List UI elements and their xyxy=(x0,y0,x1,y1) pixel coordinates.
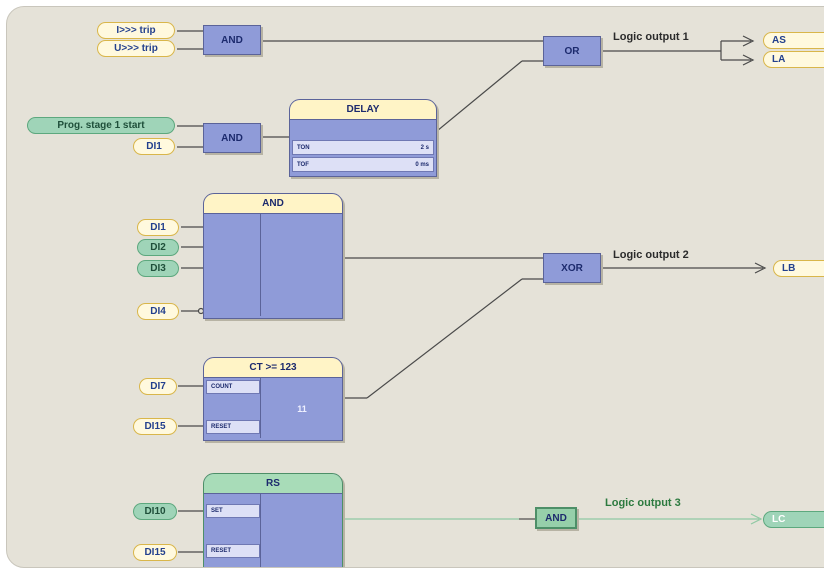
input-di10[interactable]: DI10 xyxy=(133,503,177,520)
output-as[interactable]: AS xyxy=(763,32,824,49)
delay-block[interactable]: DELAY TON 2 s TOF 0 ms xyxy=(289,99,437,177)
rs-reset-input[interactable]: RESET xyxy=(206,544,260,558)
input-di7[interactable]: DI7 xyxy=(139,378,177,395)
and-block-divider xyxy=(260,214,261,316)
delay-title: DELAY xyxy=(290,100,436,120)
rs-set-input[interactable]: SET xyxy=(206,504,260,518)
input-u-trip[interactable]: U>>> trip xyxy=(97,40,175,57)
logic-editor-canvas[interactable]: I>>> trip U>>> trip AND Prog. stage 1 st… xyxy=(6,6,824,568)
output-la[interactable]: LA xyxy=(763,51,824,68)
input-di15-b[interactable]: DI15 xyxy=(133,544,177,561)
counter-count-input[interactable]: COUNT xyxy=(206,380,260,394)
and-gate-3[interactable]: AND xyxy=(535,507,577,529)
counter-block[interactable]: CT >= 123 COUNT RESET 11 xyxy=(203,357,343,441)
input-di3[interactable]: DI3 xyxy=(137,260,179,277)
input-di1[interactable]: DI1 xyxy=(133,138,175,155)
logic-output-3-label: Logic output 3 xyxy=(605,497,681,509)
ton-value: 2 s xyxy=(420,144,429,151)
input-di15[interactable]: DI15 xyxy=(133,418,177,435)
tof-label: TOF xyxy=(297,161,309,168)
and-block-title: AND xyxy=(204,194,342,214)
input-di2[interactable]: DI2 xyxy=(137,239,179,256)
input-i-trip[interactable]: I>>> trip xyxy=(97,22,175,39)
delay-tof-row[interactable]: TOF 0 ms xyxy=(292,157,434,172)
rs-title: RS xyxy=(204,474,342,494)
and-gate-1[interactable]: AND xyxy=(203,25,261,55)
and-block[interactable]: AND xyxy=(203,193,343,319)
logic-output-1-label: Logic output 1 xyxy=(613,31,689,43)
delay-ton-row[interactable]: TON 2 s xyxy=(292,140,434,155)
logic-output-2-label: Logic output 2 xyxy=(613,249,689,261)
counter-value: 11 xyxy=(297,404,307,414)
output-lc[interactable]: LC xyxy=(763,511,824,528)
counter-title: CT >= 123 xyxy=(204,358,342,378)
input-prog-stage-1-start[interactable]: Prog. stage 1 start xyxy=(27,117,175,134)
or-gate[interactable]: OR xyxy=(543,36,601,66)
and-gate-2[interactable]: AND xyxy=(203,123,261,153)
input-di1-b[interactable]: DI1 xyxy=(137,219,179,236)
counter-divider xyxy=(260,378,261,438)
rs-divider xyxy=(260,494,261,567)
xor-gate[interactable]: XOR xyxy=(543,253,601,283)
tof-value: 0 ms xyxy=(415,161,429,168)
rs-block[interactable]: RS SET RESET xyxy=(203,473,343,567)
ton-label: TON xyxy=(297,144,310,151)
counter-reset-input[interactable]: RESET xyxy=(206,420,260,434)
wire-layer xyxy=(177,30,767,553)
input-di4[interactable]: DI4 xyxy=(137,303,179,320)
output-lb[interactable]: LB xyxy=(773,260,824,277)
